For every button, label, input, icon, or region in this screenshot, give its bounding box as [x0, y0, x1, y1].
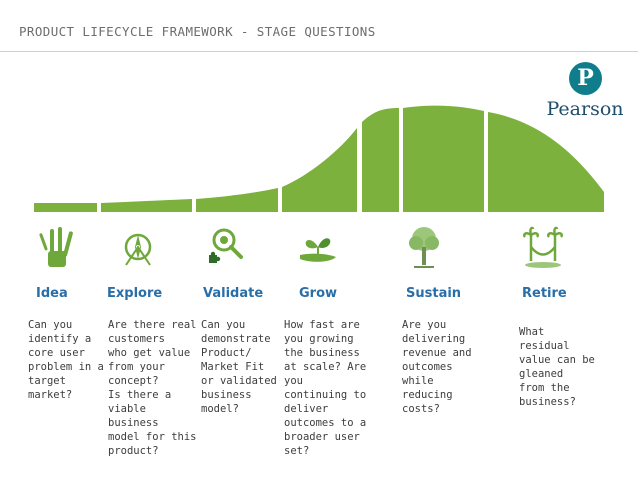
- tree-icon: [404, 225, 444, 270]
- curve-segment-explore: [101, 199, 192, 212]
- curve-segment-validate: [196, 188, 278, 212]
- stage-question-explore: Are there real customers who get value f…: [108, 319, 197, 457]
- pearson-logo: P Pearson: [540, 62, 630, 128]
- stage-question-retire: What residual value can be gleaned from …: [519, 326, 595, 408]
- stage-question-grow: How fast are you growing the business at…: [284, 319, 367, 457]
- page-title: PRODUCT LIFECYCLE FRAMEWORK - STAGE QUES…: [19, 24, 376, 39]
- curve-segment-idea: [34, 203, 97, 212]
- magnifier-puzzle-icon: [207, 225, 247, 270]
- curve-segment-retire: [488, 112, 604, 212]
- compass-icon: [118, 225, 158, 270]
- palm-hammock-icon: [523, 225, 563, 270]
- curve-segment-sustain-a: [362, 108, 399, 212]
- curve-segment-grow: [282, 128, 357, 212]
- stage-name-validate: Validate: [203, 286, 264, 301]
- stage-question-validate: Can you demonstrate Product/ Market Fit …: [201, 319, 277, 415]
- title-divider: [0, 51, 638, 52]
- pearson-logo-word: Pearson: [546, 98, 624, 120]
- curve-segment-sustain-b: [403, 105, 484, 212]
- seedling-hand-icon: [298, 225, 338, 270]
- stage-question-idea: Can you identify a core user problem in …: [28, 319, 104, 401]
- stage-name-sustain: Sustain: [406, 286, 462, 301]
- stage-name-idea: Idea: [36, 286, 68, 301]
- raised-hands-icon: [38, 225, 78, 270]
- stage-name-retire: Retire: [522, 286, 567, 301]
- pearson-logo-mark: P: [569, 62, 602, 95]
- stage-name-explore: Explore: [107, 286, 163, 301]
- stage-name-grow: Grow: [299, 286, 338, 301]
- stage-question-sustain: Are you delivering revenue and outcomes …: [402, 319, 472, 415]
